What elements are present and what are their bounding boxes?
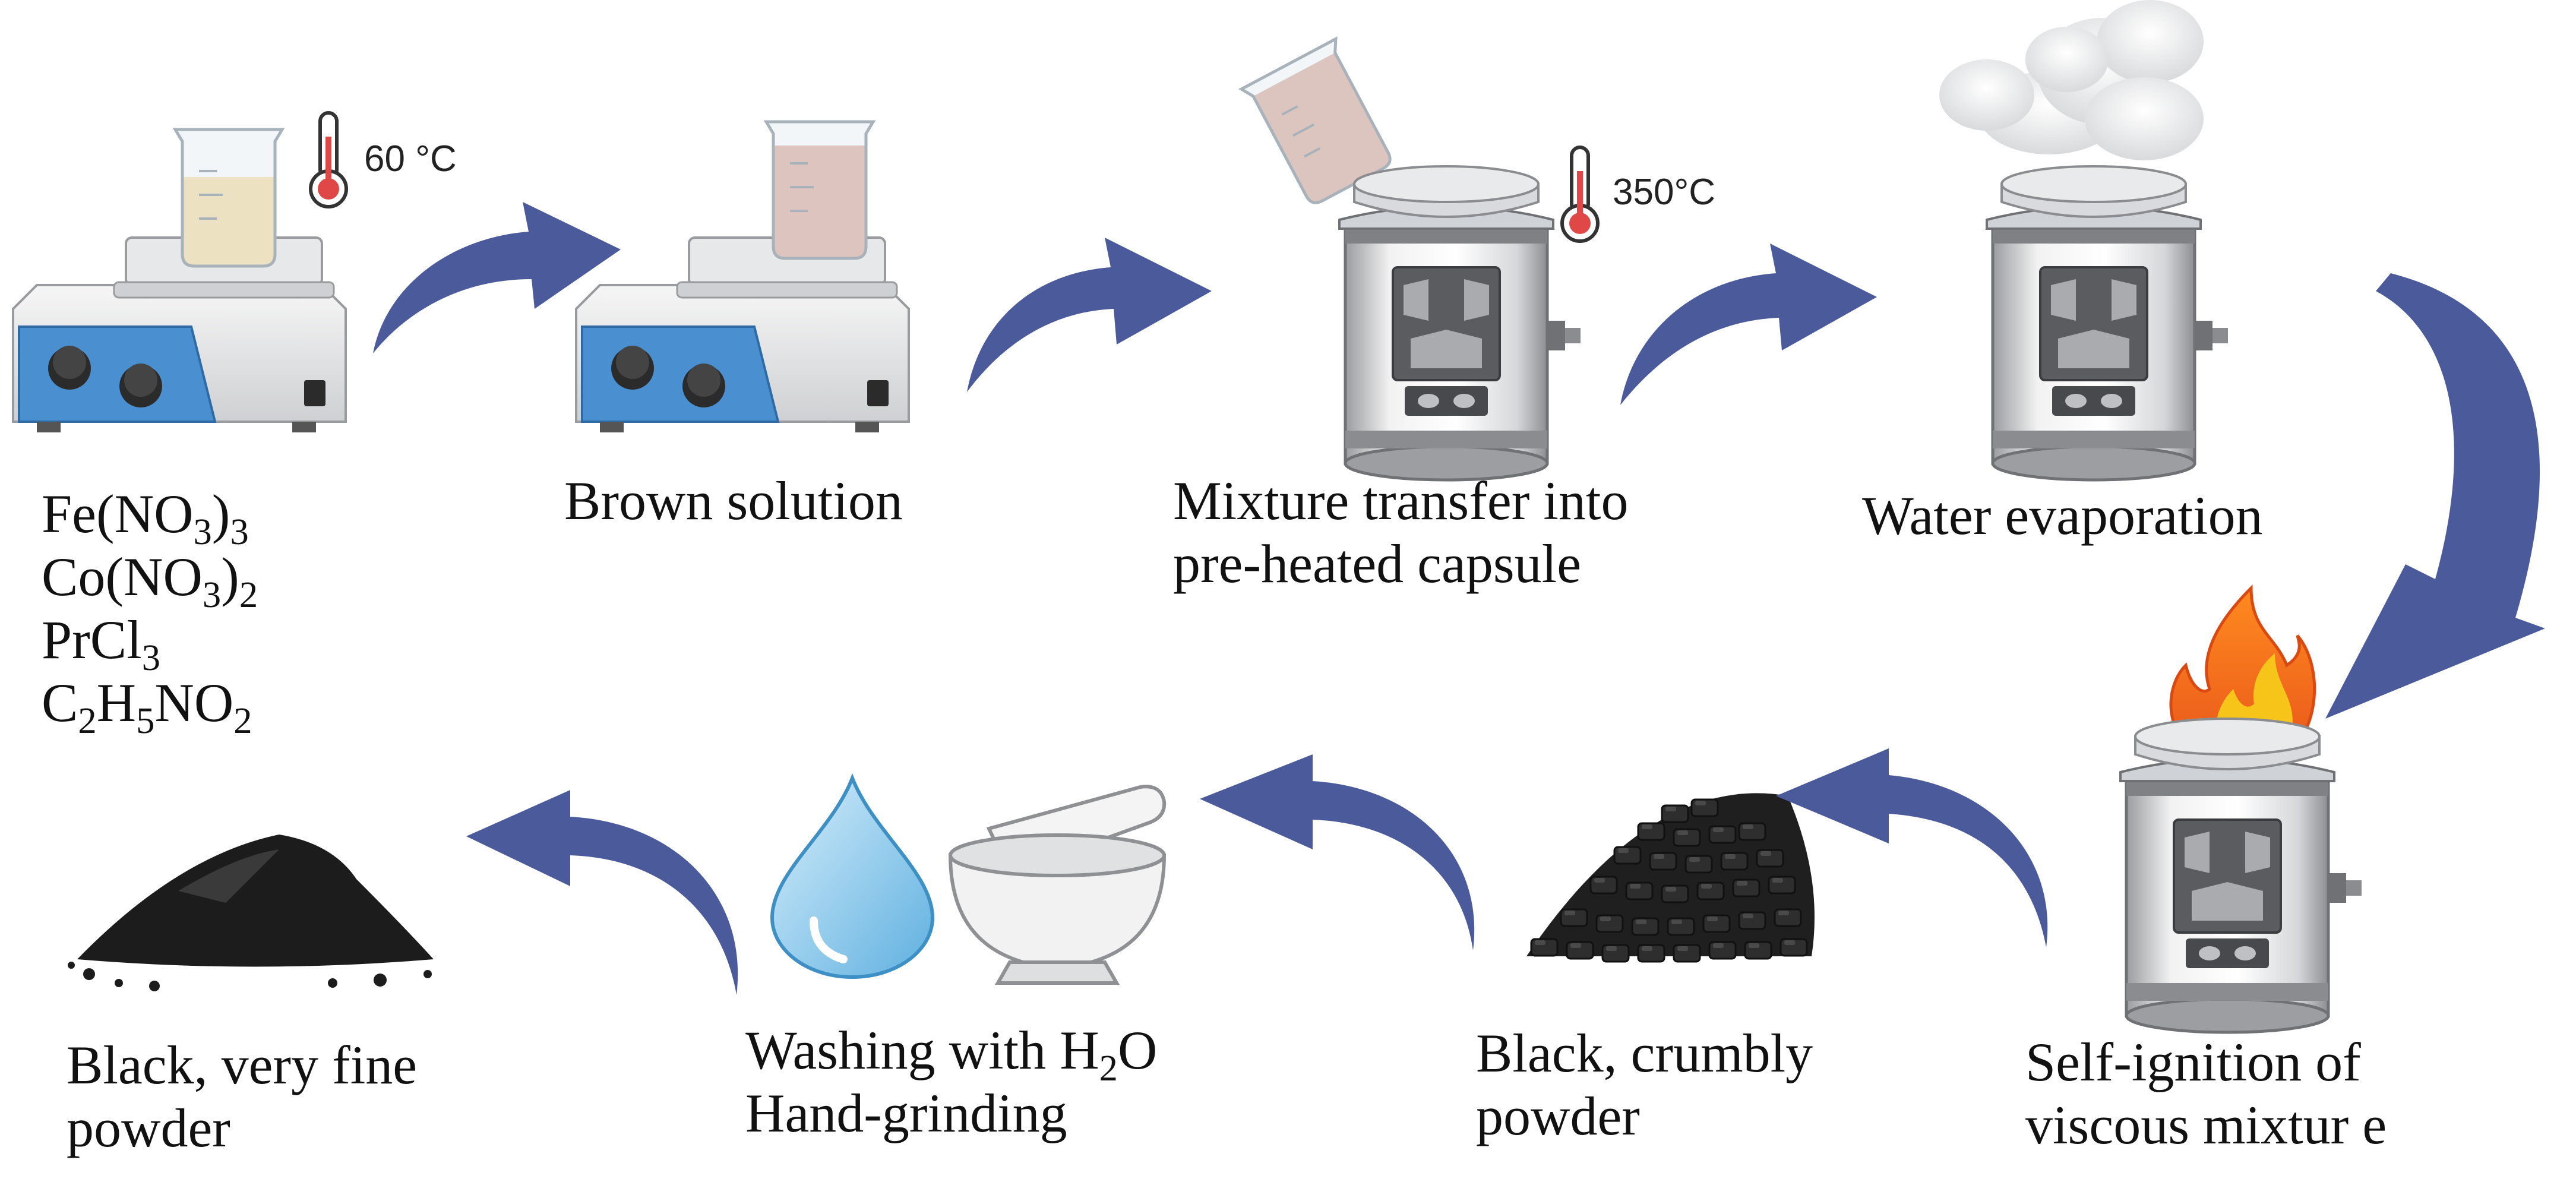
capsule-heater-ignition [2120,719,2362,1032]
thermometer-icon [1562,147,1598,241]
temperature-label-350: 350°C [1613,172,1716,213]
hotplate-brown-solution [575,122,910,434]
reagent-glycine: C2H5NO2 [42,672,252,742]
step-label-self-ignition: Self-ignition of viscous mixtur e [2025,1032,2387,1155]
fine-powder-heap [68,835,434,991]
arrow-step4-to-step5 [2325,273,2545,719]
pouring-beaker [1241,39,1400,210]
arrow-step1-to-step2 [373,202,621,353]
step-label-brown-solution: Brown solution [564,470,903,531]
thermometer-icon [311,113,346,207]
step-label-crumbly-powder: Black, crumbly powder [1476,1023,1813,1146]
step-label-washing: Washing with H2O Hand-grinding [745,1020,1158,1143]
water-drop-icon [770,773,935,979]
reagent-pr-chloride: PrCl3 [42,609,161,679]
step-label-mixture-transfer: Mixture transfer into pre-heated capsule [1173,470,1629,594]
arrow-step3-to-step4 [1620,244,1877,405]
arrow-step6-to-step7 [1200,754,1475,950]
arrow-step7-to-step8 [466,790,738,995]
temperature-label-60: 60 °C [364,138,457,179]
capsule-heater-evaporation [1987,166,2228,480]
capsule-heater-empty [1339,166,1581,480]
reagent-co-nitrate: Co(NO3)2 [42,546,258,616]
arrow-step5-to-step6 [1776,748,2048,947]
arrow-step2-to-step3 [967,238,1212,392]
mortar-and-pestle-icon [948,785,1167,985]
steam-cloud [1939,0,2204,160]
crumbly-powder-pile [1526,793,1815,963]
step-label-water-evaporation: Water evaporation [1862,485,2263,546]
step-label-fine-powder: Black, very fine powder [67,1035,418,1158]
reagent-fe-nitrate: Fe(NO3)3 [42,483,249,553]
hotplate-yellow-solution [12,129,347,434]
reagents-list: Fe(NO3)3 Co(NO3)2 PrCl3 C2H5NO2 [42,482,258,742]
